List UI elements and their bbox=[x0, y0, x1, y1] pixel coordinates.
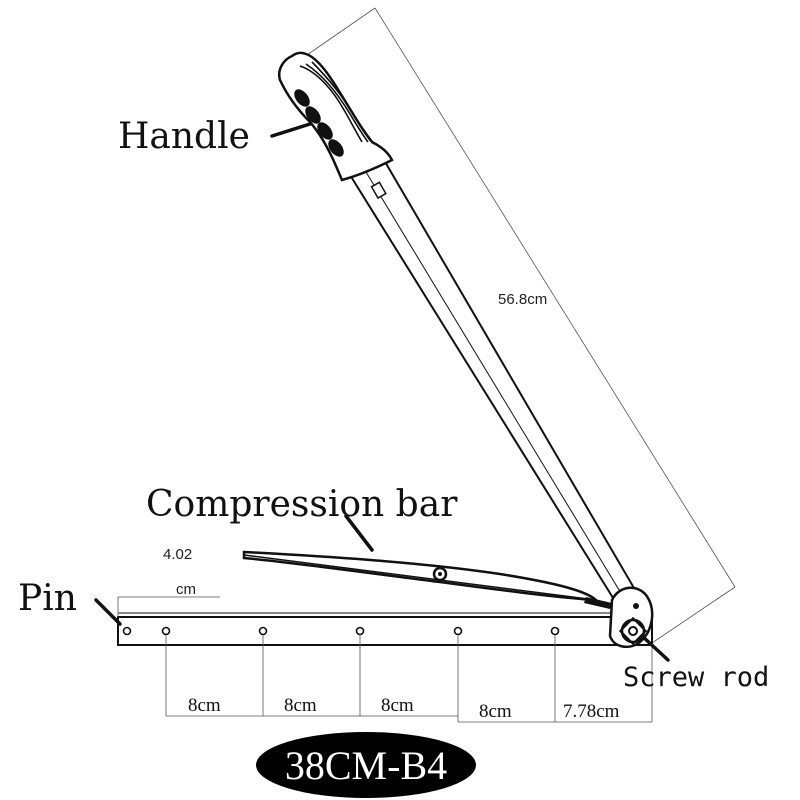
pin-hole bbox=[122, 626, 132, 636]
base-board bbox=[117, 612, 653, 646]
handle-label: Handle bbox=[118, 116, 250, 157]
screw-rod-label: Screw rod bbox=[623, 662, 769, 693]
spacing-label-4: 8cm bbox=[479, 701, 512, 722]
spacing-label-3: 8cm bbox=[381, 695, 414, 716]
spacing-dimension-lines bbox=[165, 635, 653, 723]
spacing-label-5: 7.78cm bbox=[563, 701, 620, 722]
model-label: 38CM-B4 bbox=[285, 743, 447, 788]
bar-height-dimension bbox=[117, 596, 220, 617]
bar-height-value: 4.02 bbox=[163, 546, 192, 563]
cutting-arm bbox=[348, 158, 650, 624]
screw-rod bbox=[618, 616, 648, 646]
model-badge: 38CM-B4 bbox=[256, 732, 476, 798]
compression-bar-label: Compression bar bbox=[146, 484, 458, 525]
compression-bar bbox=[242, 550, 612, 609]
spacing-label-2: 8cm bbox=[284, 695, 317, 716]
spacing-label-1: 8cm bbox=[188, 695, 221, 716]
handle-grip bbox=[278, 51, 394, 182]
pin-label: Pin bbox=[18, 578, 77, 619]
arm-length-label: 56.8cm bbox=[498, 291, 547, 308]
base-holes bbox=[161, 626, 560, 636]
arm-slot bbox=[370, 181, 387, 200]
pointer-lines bbox=[94, 122, 670, 662]
bar-height-unit: cm bbox=[176, 581, 196, 598]
